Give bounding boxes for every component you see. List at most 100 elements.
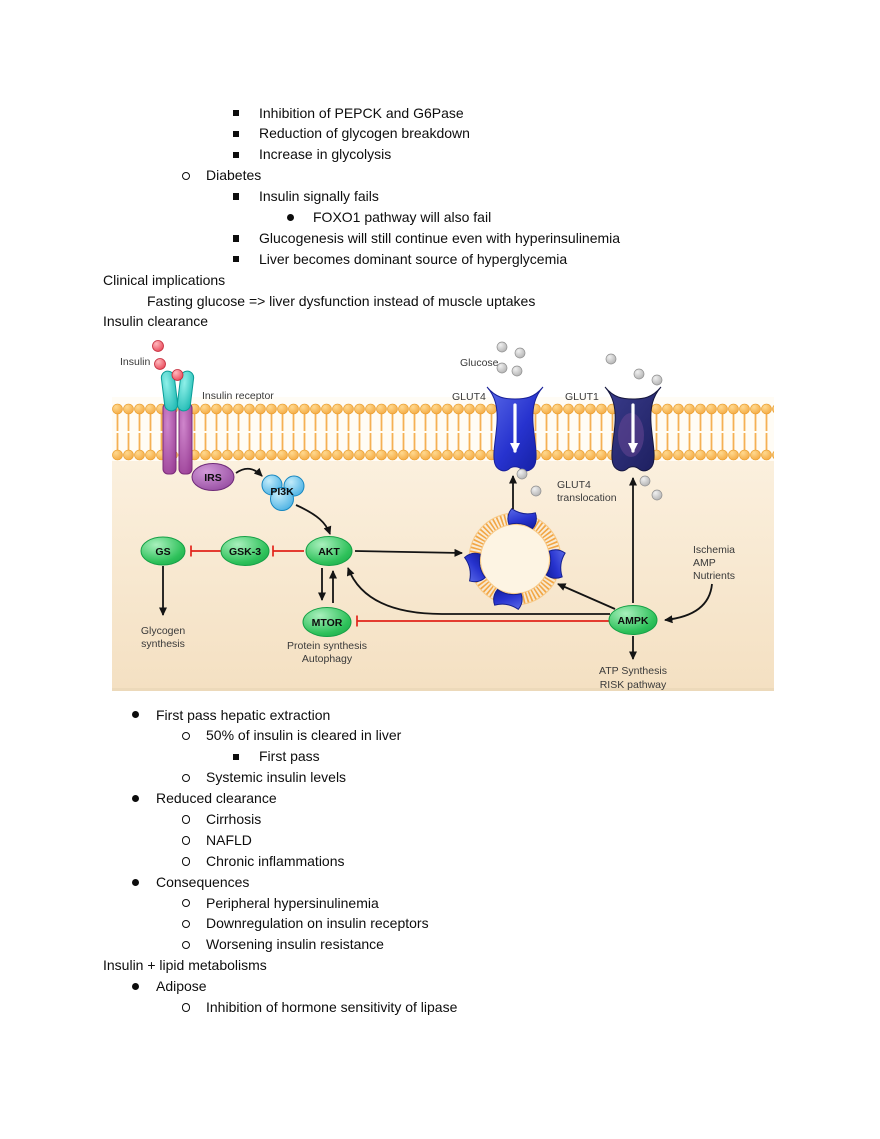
bullet-square-icon <box>232 151 239 159</box>
list-text: Reduction of glycogen breakdown <box>259 125 470 142</box>
atp-synthesis-label-line1: ATP Synthesis <box>599 665 667 677</box>
insulin-label: Insulin <box>120 356 151 368</box>
risk-pathway-label-line2: RISK pathway <box>600 679 667 691</box>
protein-synthesis-label-line1: Protein synthesis <box>287 640 367 652</box>
bullet-circle-icon <box>181 731 190 741</box>
akt-inhibits-gsk3 <box>272 545 304 557</box>
list-text: FOXO1 pathway will also fail <box>313 208 492 225</box>
irs-label: IRS <box>204 472 222 484</box>
list-text: Increase in glycolysis <box>259 146 392 163</box>
glut4-translocation-label-line2: translocation <box>557 492 617 504</box>
bullet-disc-icon <box>131 983 139 991</box>
glycogen-synthesis-label-line1: Glycogen <box>141 625 186 637</box>
list-text: Peripheral hypersinulinemia <box>206 894 379 911</box>
autophagy-label-line2: Autophagy <box>302 653 353 665</box>
akt-node: AKT <box>305 536 353 566</box>
list-text: Insulin + lipid metabolisms <box>103 957 267 974</box>
glut4-vesicle <box>463 507 566 611</box>
bullet-circle-icon <box>181 836 190 845</box>
list-text: 50% of insulin is cleared in liver <box>206 727 402 744</box>
bullet-square-icon <box>232 109 239 117</box>
glucose-molecules <box>496 341 663 501</box>
amp-label: AMP <box>693 557 716 569</box>
diagram-bottom-edge <box>112 688 774 691</box>
bullet-circle-icon <box>181 1003 190 1012</box>
vesicle-transporter <box>507 507 537 530</box>
glut4-translocation-label-line1: GLUT4 <box>557 479 591 491</box>
list-text: Fasting glucose => liver dysfunction ins… <box>147 292 536 309</box>
list-text: Clinical implications <box>103 271 226 288</box>
ampk-label: AMPK <box>618 615 649 627</box>
bullet-circle-icon <box>181 171 190 181</box>
irs-node: IRS <box>191 463 235 491</box>
bullet-square-icon <box>232 130 239 138</box>
lipid-bilayer-membrane <box>112 403 774 461</box>
list-text: Liver becomes dominant source of hypergl… <box>259 250 568 267</box>
bullet-circle-icon <box>181 919 190 929</box>
insulin-receptor <box>160 369 195 475</box>
list-text: Consequences <box>156 873 250 890</box>
pi3k-label: PI3K <box>270 486 294 498</box>
bullet-disc-icon <box>131 795 139 802</box>
bullet-square-icon <box>232 193 239 200</box>
glycogen-synthesis-label-line2: synthesis <box>141 638 185 650</box>
vesicle-transporter <box>463 552 486 583</box>
gsk3-node: GSK-3 <box>220 536 270 566</box>
bullet-circle-icon <box>181 815 190 824</box>
bullet-disc-icon <box>131 711 139 719</box>
cytoplasm-background <box>112 461 774 690</box>
mtor-label: MTOR <box>312 617 343 629</box>
insulin-molecule <box>154 358 166 370</box>
list-text: Insulin signally fails <box>259 188 379 205</box>
ampk-to-akt-arrow <box>346 567 610 615</box>
list-text: Chronic inflammations <box>206 852 345 869</box>
stress-to-ampk-arrow <box>664 583 713 624</box>
gs-node: GS <box>140 536 186 566</box>
glucose-label: Glucose <box>460 357 499 369</box>
insulin-molecule <box>152 340 164 352</box>
list-text: Worsening insulin resistance <box>206 936 384 953</box>
ampk-node: AMPK <box>608 605 658 635</box>
bullet-circle-icon <box>181 898 190 908</box>
akt-label: AKT <box>318 546 340 558</box>
glut1-channel <box>604 386 662 472</box>
list-text: Diabetes <box>206 167 262 184</box>
list-text: Systemic insulin levels <box>206 769 347 786</box>
vesicle-transporter <box>493 588 523 611</box>
irs-to-pi3k-arrow <box>235 467 263 477</box>
pi3k-to-akt-arrow <box>295 504 332 535</box>
gs-label: GS <box>155 546 170 558</box>
bullet-circle-icon <box>181 940 190 950</box>
list-text: First pass hepatic extraction <box>156 706 331 723</box>
list-text: Inhibition of PEPCK and G6Pase <box>259 104 464 121</box>
glut1-label: GLUT1 <box>565 391 599 403</box>
akt-to-vesicle-arrow <box>354 548 463 557</box>
bullet-square-icon <box>232 753 239 761</box>
ischemia-label: Ischemia <box>693 544 735 556</box>
ampk-inhibits-mtor <box>356 615 610 627</box>
bullet-disc-icon <box>286 213 294 221</box>
bullet-square-icon <box>232 255 239 263</box>
gsk3-inhibits-gs <box>190 545 221 557</box>
list-text: Downregulation on insulin receptors <box>206 915 429 932</box>
bound-insulin-molecule <box>171 369 184 381</box>
mtor-node: MTOR <box>302 607 352 637</box>
list-text: First pass <box>259 748 320 765</box>
bullet-disc-icon <box>131 878 139 886</box>
ampk-to-vesicle-arrow <box>557 583 616 610</box>
glut4-channel <box>486 386 544 472</box>
glut4-label: GLUT4 <box>452 391 486 403</box>
insulin-receptor-label: Insulin receptor <box>202 390 274 402</box>
list-text: Inhibition of hormone sensitivity of lip… <box>206 998 458 1015</box>
nutrients-label: Nutrients <box>693 570 735 582</box>
bullet-circle-icon <box>181 773 190 783</box>
list-text: Reduced clearance <box>156 790 277 807</box>
list-text: Cirrhosis <box>206 810 262 827</box>
vesicle-transporter <box>545 549 566 579</box>
pi3k-node: PI3K <box>261 474 305 511</box>
bullet-circle-icon <box>181 857 190 866</box>
gsk3-label: GSK-3 <box>229 546 261 558</box>
bullet-square-icon <box>232 235 239 242</box>
list-text: Insulin clearance <box>103 313 209 330</box>
